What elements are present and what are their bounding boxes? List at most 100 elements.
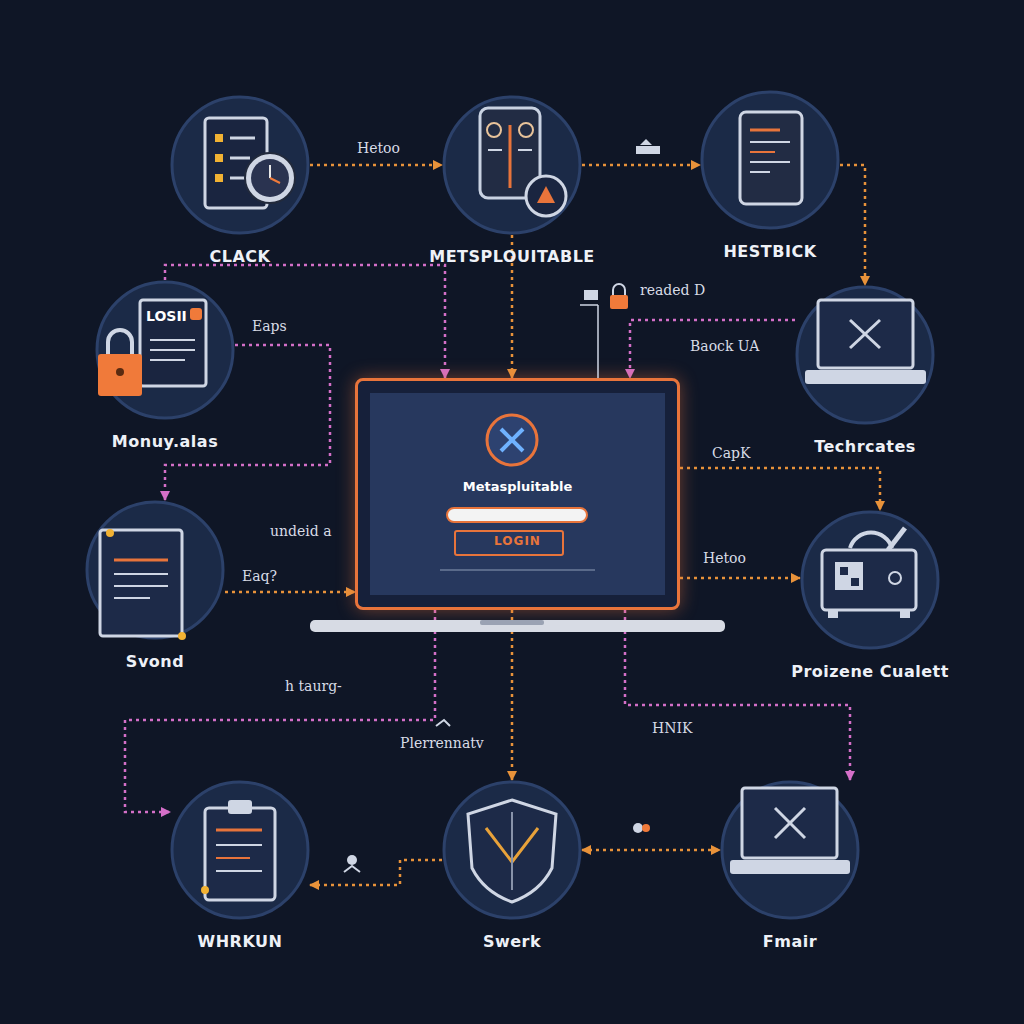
shield-icon: [486, 828, 538, 862]
icon-circle: METSPLOUITABLE: [442, 95, 582, 235]
edge-label: Baock UA: [690, 338, 759, 354]
laptop-icon: [730, 860, 850, 874]
locked-document-icon: [116, 368, 124, 376]
login-button-text: LOGIN: [358, 531, 677, 551]
flow-connector: [680, 468, 880, 510]
laptop-icon: [730, 788, 850, 874]
circle-outline: [97, 282, 233, 418]
device-icon: [888, 528, 905, 550]
node-label: METSPLOUITABLE: [429, 247, 595, 266]
icon-text: LOSII: [146, 308, 187, 324]
note-label: readed D: [640, 282, 705, 298]
icon-circle: Techrcates: [795, 285, 935, 425]
device-icon: [822, 528, 916, 618]
phone-icon: [519, 123, 533, 137]
laptop-screen-art: [501, 429, 523, 451]
circle-outline: [87, 502, 223, 638]
locked-document-icon: [98, 300, 206, 396]
clipboard-icon: [216, 870, 262, 872]
node-label: WHRKUN: [198, 932, 283, 951]
laptop-icon: [742, 788, 837, 858]
phone-icon: [537, 186, 555, 203]
node-label: Svond: [126, 652, 184, 671]
clipboard-icon: [251, 159, 289, 197]
device-icon: [851, 578, 859, 586]
phone-icon: [480, 108, 540, 198]
lock-symbol: [597, 305, 599, 378]
edge-label: h taurg-: [285, 678, 342, 694]
tablet-icon: [740, 112, 802, 204]
circle-outline: [795, 285, 935, 425]
edge-label: HNIK: [652, 720, 692, 736]
phone-icon: [509, 125, 512, 188]
clipboard-icon: [230, 177, 245, 180]
circle-outline: [170, 95, 310, 235]
clipboard-icon: [270, 178, 280, 183]
flow-connector: [582, 164, 700, 167]
node-label: HESTBICK: [723, 242, 816, 261]
laptop-icon: [818, 300, 913, 368]
small-figure: [642, 824, 650, 832]
lock-symbol: [613, 284, 625, 296]
circle-outline: [802, 512, 938, 648]
circle-outline: [170, 780, 310, 920]
note-label: undeid a: [270, 523, 332, 539]
icon-circle: CLACK: [170, 95, 310, 235]
node-label: Fmair: [763, 932, 817, 951]
flow-connector: [840, 165, 865, 285]
phone-icon: [518, 149, 532, 151]
laptop-screen-art: [447, 508, 587, 522]
laptop-screen-art: [501, 429, 523, 451]
clipboard-icon: [215, 154, 223, 162]
small-figure: [347, 855, 357, 865]
clipboard-icon: [230, 157, 250, 160]
small-figure: [640, 139, 652, 145]
flow-connector: [511, 610, 514, 780]
locked-document-icon: [150, 339, 195, 341]
flow-connector: [125, 610, 435, 812]
circle-outline: [172, 97, 308, 233]
laptop-icon: [850, 320, 880, 348]
phone-icon: [488, 149, 502, 151]
flow-connector: [630, 320, 795, 378]
clipboard-icon: [201, 800, 275, 900]
flow-connector: [310, 164, 442, 167]
flow-connector: [225, 591, 355, 594]
laptop-screen-art: [310, 415, 725, 632]
circle-outline: [85, 500, 225, 640]
circle-outline: [797, 287, 933, 423]
device-icon: [828, 610, 838, 618]
icon-circle: Proizene Cualett: [800, 510, 940, 650]
device-icon: [900, 610, 910, 618]
shield-icon: [468, 800, 556, 902]
phone-icon: [526, 176, 566, 216]
clipboard-icon: [205, 808, 275, 900]
edge-label: CapK: [712, 445, 750, 461]
tablet-icon: [750, 161, 790, 163]
tablet-icon: [740, 112, 802, 204]
small-figure: [344, 866, 360, 872]
device-icon: [835, 562, 863, 590]
circle-outline: [444, 97, 580, 233]
lock-symbol: [580, 284, 628, 378]
small-figure: [436, 720, 450, 726]
tablet-icon: [750, 141, 790, 143]
document-icon: [114, 597, 150, 599]
circle-outline: [442, 780, 582, 920]
flow-connector: [582, 849, 720, 852]
device-icon: [822, 550, 916, 610]
document-icon: [100, 530, 182, 636]
edge-label: Hetoo: [703, 550, 746, 566]
device-icon: [850, 533, 892, 548]
document-icon: [114, 585, 168, 587]
screen-title: Metaspluitable: [358, 479, 677, 494]
phone-icon: [487, 123, 501, 137]
locked-document-icon: [150, 359, 185, 361]
document-icon: [106, 529, 114, 537]
icon-circle: Fmair: [720, 780, 860, 920]
laptop-screen-art: [310, 620, 725, 632]
circle-outline: [442, 95, 582, 235]
small-figure: [633, 823, 643, 833]
document-icon: [114, 559, 168, 562]
